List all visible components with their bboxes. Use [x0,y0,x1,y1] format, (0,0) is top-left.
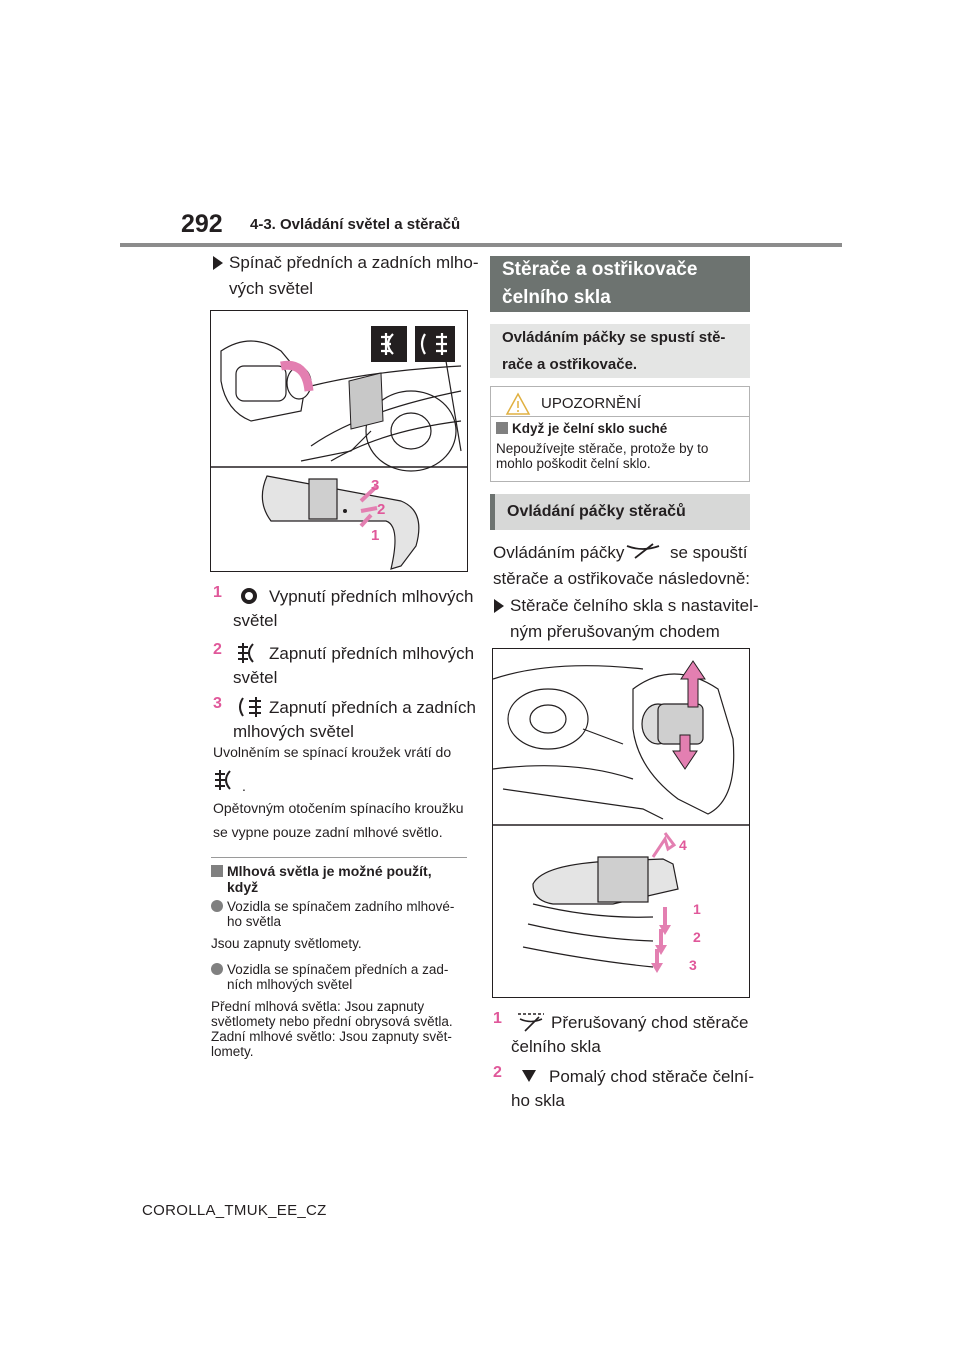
wiper-item-1: 1 Přerušovaný chod stěrače čelního skla [493,1010,753,1056]
warning-triangle-icon [505,392,531,415]
case-text: Jsou zapnuty světlomety. [211,936,362,951]
square-bullet-icon [211,865,223,877]
warning-box: UPOZORNĚNÍ Když je čelní sklo suché Nepo… [490,386,750,482]
again-note-line1: Opětovným otočením spínacího kroužku [213,800,464,816]
warning-title-text: Když je čelní sklo suché [512,421,668,436]
intro-line1: Ovládáním páčky se spustí stě- [502,329,726,346]
wipers-intro: Ovládáním páčky se spustí stě- rače a os… [490,324,750,378]
fig1-callout-1: 1 [371,527,380,544]
item-text-line2: mlhových světel [233,722,354,741]
footer-model-code: COROLLA_TMUK_EE_CZ [142,1202,327,1219]
square-bullet-icon [496,422,508,434]
item-number: 1 [493,1010,502,1027]
item-text-line1: Zapnutí předních a zadních [269,698,476,717]
fig1-callout-2: 2 [377,501,386,518]
wiper-bullet [494,599,504,618]
case-text-line1: Přední mlhová světla: Jsou zapnuty [211,999,425,1014]
warning-divider [491,416,749,417]
item-number: 3 [213,695,222,712]
item-number: 2 [493,1064,502,1081]
item-text-line1: Zapnutí předních mlhových [269,644,475,663]
front-fog-icon [215,770,231,790]
fig2-callout-3: 3 [689,957,697,973]
again-note: Opětovným otočením spínacího kroužku se … [213,798,464,842]
bullet-line1: Stěrače čelního skla s nastavitel- [510,596,759,615]
fog-item-2: 2 Zapnutí předních mlhových světel [213,641,474,687]
warning-text-line1: Nepoužívejte stěrače, protože by to [496,441,709,456]
lever-para-line2: stěrače a ostřikovače následovně: [493,569,751,588]
section-title: 4-3. Ovládání světel a stěračů [250,216,461,233]
lever-para-start: Ovládáním páčky [493,543,625,562]
left-heading-line1: Spínač předních a zadních mlho- [229,253,479,272]
warning-title: Když je čelní sklo suché [496,421,667,436]
again-note-line2: se vypne pouze zadní mlhové světlo. [213,824,443,840]
page-number: 292 [181,210,223,238]
intermittent-wiper-icon [518,1013,544,1032]
fig2-callout-2: 2 [693,929,701,945]
sub-heading-line1: Mlhová světla je možné použít, [227,863,432,879]
band-title-line2: čelního skla [502,287,611,308]
return-note: Uvolněním se spínací kroužek vrátí do [213,744,452,760]
fog-switch-illustration [211,326,467,570]
sub-heading-line2: když [227,879,259,895]
band-title-line1: Stěrače a ostřikovače [502,259,698,280]
fig2-callout-1: 1 [693,901,701,917]
warning-text-line2: mohlo poškodit čelní sklo. [496,456,651,471]
item-text-line1: Vypnutí předních mlhových [269,587,474,606]
wiper-lever-band: Ovládání páčky stěračů [490,494,750,530]
return-note-end: . [242,778,246,794]
fog-conditions-heading: Mlhová světla je možné použít, když [211,863,432,895]
left-heading-line2: vých světel [229,279,314,298]
item-number: 2 [213,641,222,658]
warning-label: UPOZORNĚNÍ [541,395,642,412]
wiper-lever-illustration [492,660,749,973]
fog-off-ring-icon [241,588,257,604]
item-text-line1: Přerušovaný chod stěrače [551,1013,749,1032]
wiper-item-2: 2 Pomalý chod stěrače čelní- ho skla [493,1064,754,1110]
fig1-callout-3: 3 [371,477,380,494]
case-text-line3: Zadní mlhové světlo: Jsou zapnuty svět- [211,1029,452,1044]
case-title-line1: Vozidla se spínačem zadního mlhové- [227,899,455,914]
fog-item-1: 1 Vypnutí předních mlhových světel [213,584,473,630]
item-text-line2: světel [233,611,278,630]
item-text-line1: Pomalý chod stěrače čelní- [549,1067,755,1086]
left-heading-bullet [213,256,223,275]
case-title-line2: ních mlhových světel [227,977,353,992]
left-heading: Spínač předních a zadních mlho- vých svě… [229,250,478,302]
item-text-line2: čelního skla [511,1037,601,1056]
section-divider [211,857,467,858]
triangle-bullet-icon [213,256,223,270]
header-rule [120,243,842,247]
item-number: 1 [213,584,222,601]
slow-wiper-triangle-icon [522,1070,536,1082]
case-title-line1: Vozidla se spínačem předních a zad- [227,962,449,977]
front-fog-icon [238,643,254,663]
intro-line2: rače a ostřikovače. [502,356,638,373]
wipers-section-band: Stěrače a ostřikovače čelního skla [490,256,750,312]
circle-bullet-icon [211,900,223,912]
wiper-lever-icon [626,543,660,559]
case-text-line4: lomety. [211,1044,254,1059]
circle-bullet-icon [211,963,223,975]
case-1: Vozidla se spínačem zadního mlhové- ho s… [211,899,454,951]
item-text-line2: ho skla [511,1091,565,1110]
case-text-line2: světlomety nebo přední obrysová světla. [211,1014,453,1029]
wiper-lever-figure: 4 1 2 3 [492,648,750,998]
fog-switch-figure: 3 2 1 [210,310,468,572]
rear-fog-icon [239,697,261,717]
wiper-bullet-text: Stěrače čelního skla s nastavitel- ným p… [510,593,759,645]
lever-para-end: se spouští [670,543,748,562]
bullet-line2: ným přerušovaným chodem [510,622,720,641]
warning-text: Nepoužívejte stěrače, protože by to mohl… [496,441,708,471]
fig2-callout-4: 4 [679,837,687,853]
case-2: Vozidla se spínačem předních a zad- ních… [211,962,453,1059]
triangle-bullet-icon [494,599,504,613]
case-title-line2: ho světla [227,914,282,929]
fog-item-3: 3 Zapnutí předních a zadních mlhových sv… [213,695,476,741]
item-text-line2: světel [233,668,278,687]
